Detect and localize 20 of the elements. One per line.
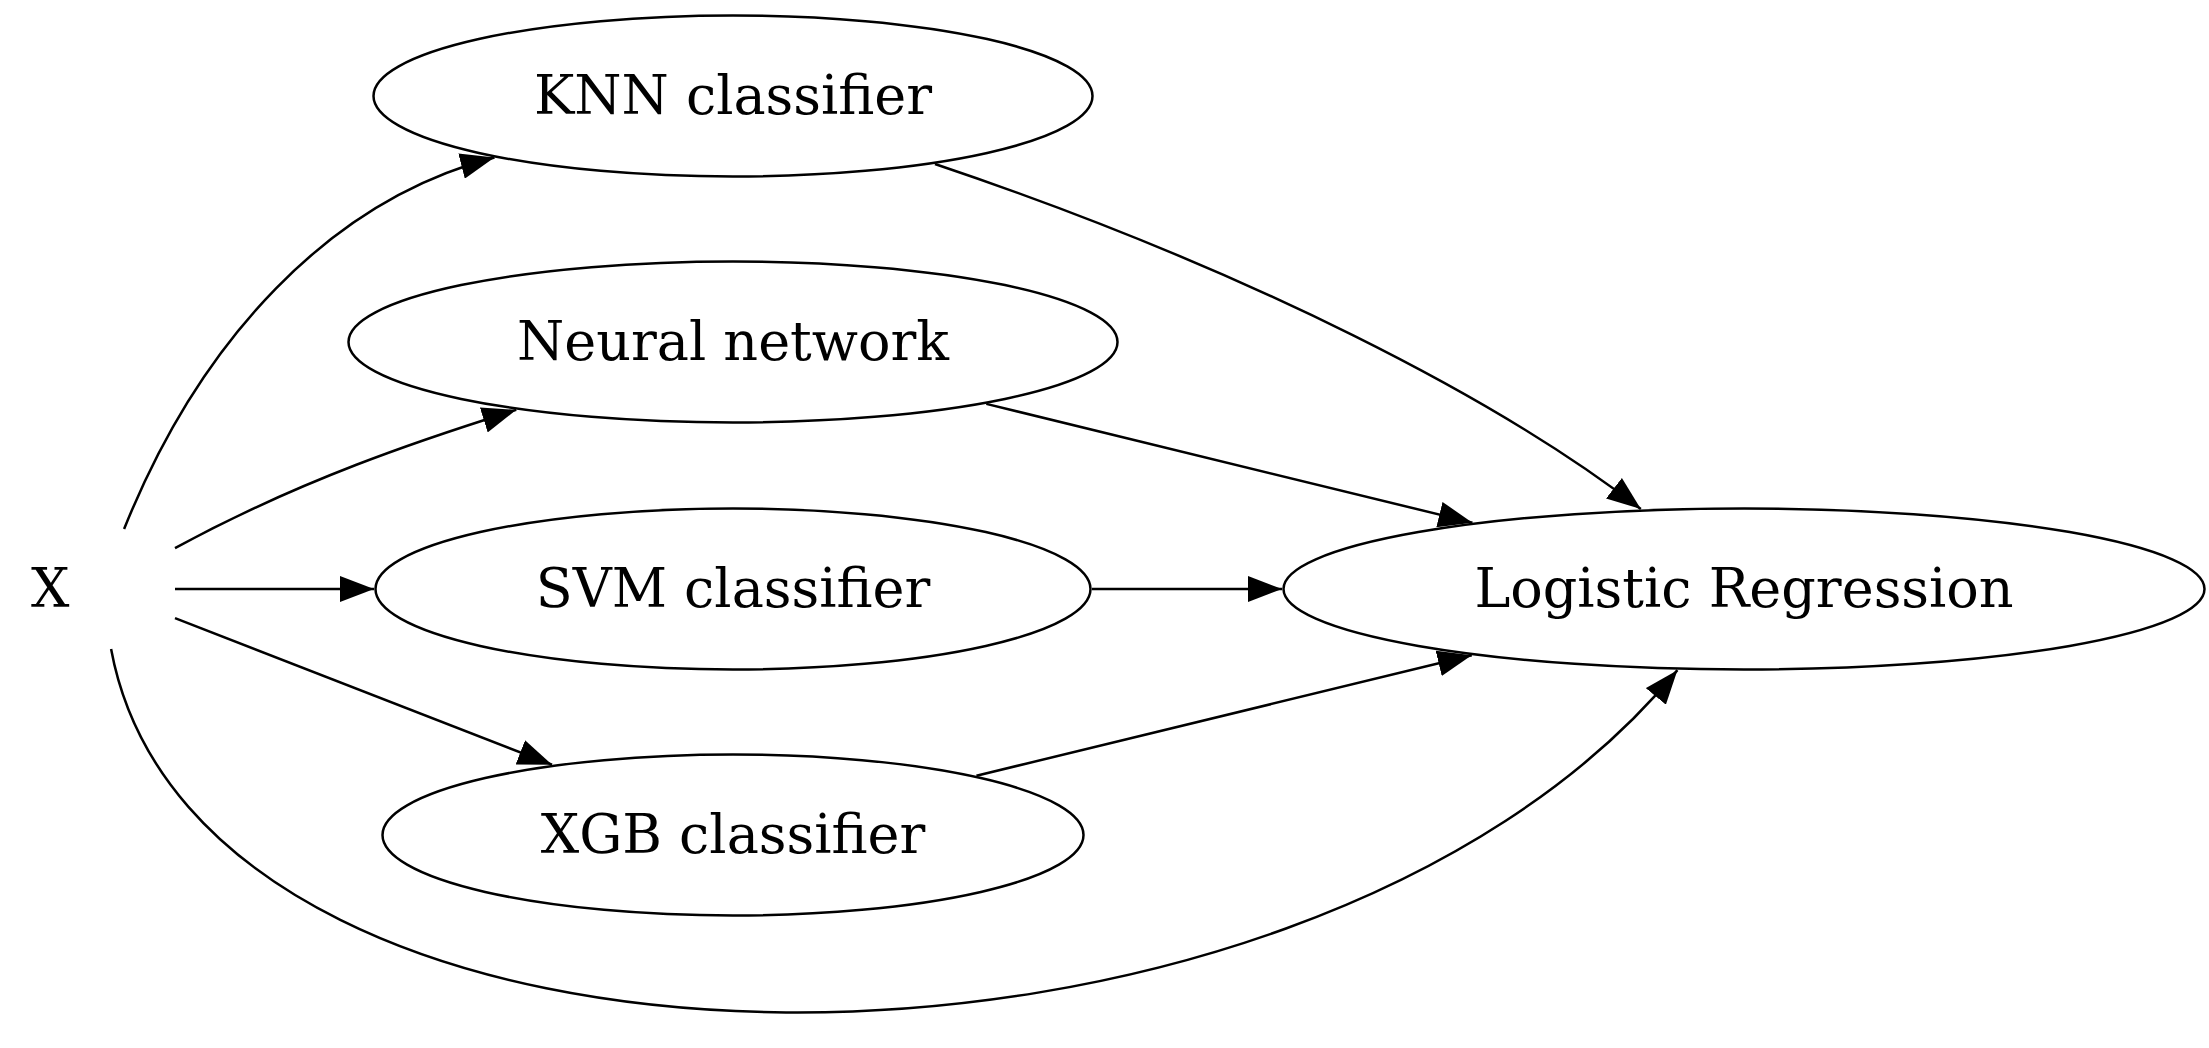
arrow xyxy=(1092,576,1282,602)
node-label: KNN classifier xyxy=(533,63,933,130)
node-label: Logistic Regression xyxy=(1474,556,2014,623)
arrow xyxy=(175,576,374,602)
node-label: Neural network xyxy=(516,309,950,376)
node-label: XGB classifier xyxy=(540,802,926,869)
ellipse-node xyxy=(374,507,1092,671)
arrow xyxy=(122,155,495,530)
arrow xyxy=(174,617,553,766)
node-label: X xyxy=(30,556,70,623)
ellipse-node xyxy=(372,14,1094,178)
arrow xyxy=(174,407,517,550)
arrow xyxy=(976,650,1473,777)
ellipse-node xyxy=(1282,507,2206,671)
node-label: SVM classifier xyxy=(535,556,931,623)
ellipse-node xyxy=(381,753,1085,917)
arrow xyxy=(109,648,1679,1014)
ellipse-node xyxy=(347,260,1119,424)
arrow xyxy=(934,162,1642,511)
arrow xyxy=(986,402,1473,528)
